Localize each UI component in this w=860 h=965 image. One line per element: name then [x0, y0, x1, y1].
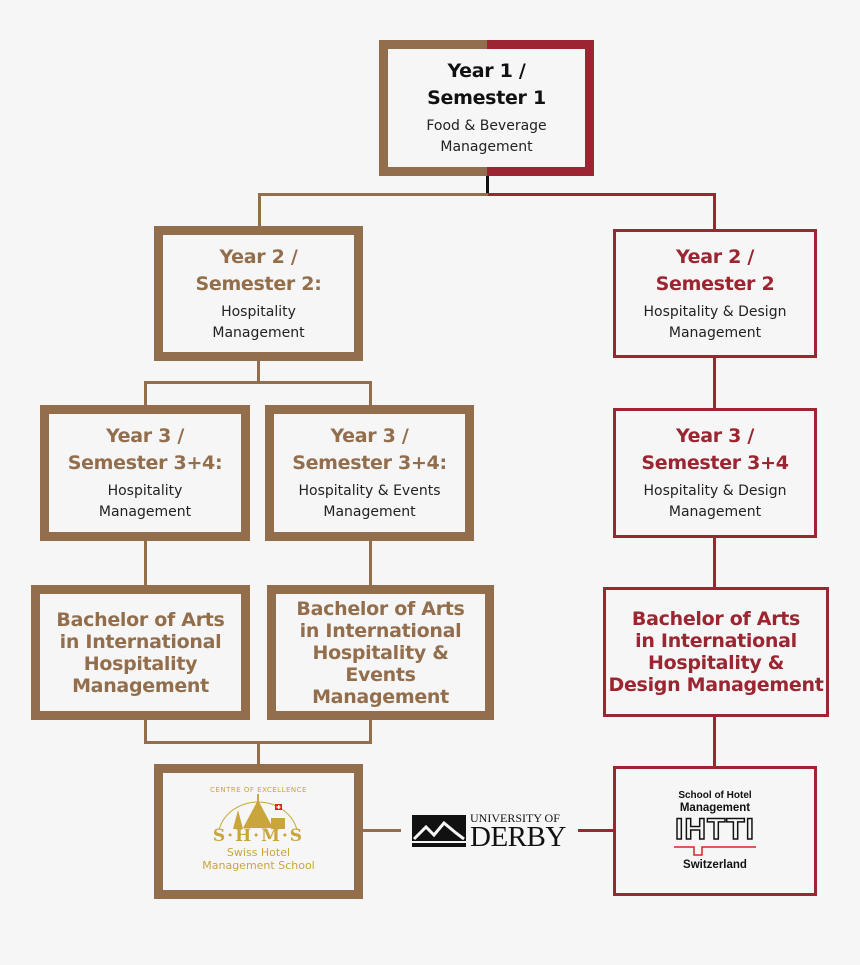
node-title: Semester 2:: [195, 272, 322, 295]
connector-shms-drop: [257, 741, 260, 765]
root-stem: [486, 176, 489, 196]
node-shms-school: CENTRE OF EXCELLENCE S·H·M·S Swiss Hotel…: [154, 764, 363, 899]
node-subtitle: Management: [668, 324, 762, 341]
connector-shms-derby: [363, 829, 401, 832]
derby-name-text: DERBY: [470, 821, 566, 853]
connector-y2-stem: [257, 361, 260, 383]
node-title: Semester 1: [427, 87, 546, 109]
node-subtitle: Hospitality & Design: [643, 303, 787, 320]
node-subtitle: Management: [212, 324, 305, 341]
connector-y3b-degree: [369, 540, 372, 588]
shms-name: Swiss Hotel: [226, 845, 291, 859]
connector-degree-a-stem: [144, 719, 147, 743]
node-title: Year 1 /: [447, 60, 526, 82]
node-title: Semester 2: [655, 272, 775, 295]
degree-text: Design Management: [608, 674, 824, 696]
connector-root-right: [488, 193, 716, 196]
degree-text: Hospitality &: [312, 641, 449, 664]
degree-text: Hospitality: [83, 652, 198, 675]
connector-y3b-drop: [369, 381, 372, 406]
node-subtitle: Management: [440, 139, 533, 155]
node-right-year2: Year 2 / Semester 2 Hospitality & Design…: [613, 229, 817, 358]
node-title: Year 3 /: [675, 425, 755, 447]
node-subtitle: Hospitality & Design: [643, 483, 787, 499]
ihtti-management-text: Management: [679, 802, 751, 814]
degree-text: Bachelor of Arts: [56, 608, 225, 631]
node-subtitle: Management: [668, 504, 762, 520]
node-title: Year 2 /: [219, 245, 298, 268]
connector-degree-b-stem: [369, 719, 372, 743]
degree-text: Bachelor of Arts: [631, 608, 801, 630]
degree-text: Events Management: [312, 663, 449, 708]
node-subtitle: Hospitality & Events: [298, 483, 441, 499]
node-subtitle: Management: [323, 504, 416, 520]
shms-arc-text: CENTRE OF EXCELLENCE: [210, 785, 307, 794]
ihtti-school-text: School of Hotel: [678, 790, 752, 801]
degree-text: in International: [635, 630, 797, 652]
node-degree-hospitality: Bachelor of Arts in International Hospit…: [31, 585, 250, 720]
degree-text: Bachelor of Arts: [296, 597, 465, 620]
degree-text: in International: [299, 619, 462, 642]
node-subtitle: Hospitality: [221, 303, 296, 320]
node-title: Year 3 /: [330, 425, 409, 447]
node-title: Semester 3+4:: [292, 452, 447, 474]
node-title: Year 3 /: [105, 425, 185, 447]
node-degree-design: Bachelor of Arts in International Hospit…: [603, 587, 829, 717]
node-left-year3-hospitality: Year 3 / Semester 3+4: Hospitality Manag…: [40, 405, 250, 541]
degree-text: Management: [72, 674, 209, 697]
node-right-year3: Year 3 / Semester 3+4 Hospitality & Desi…: [613, 408, 817, 538]
node-year1-semester1: Year 1 / Semester 1 Food & Beverage Mana…: [379, 40, 594, 176]
connector-left-drop: [258, 193, 261, 227]
ihtti-wordmark: IHTTI: [674, 813, 755, 846]
node-subtitle: Hospitality: [107, 483, 183, 499]
connector-root-left: [258, 193, 488, 196]
connector-y3a-degree: [144, 540, 147, 588]
degree-text: Hospitality &: [647, 652, 785, 674]
node-left-year2: Year 2 / Semester 2: Hospitality Managem…: [154, 226, 363, 361]
node-title: Year 2 /: [675, 245, 755, 268]
shms-acronym: S·H·M·S: [212, 825, 305, 846]
node-subtitle: Management: [98, 504, 192, 520]
degree-text: in International: [59, 630, 222, 653]
node-left-year3-events: Year 3 / Semester 3+4: Hospitality & Eve…: [265, 405, 474, 541]
chalet-icon: [218, 793, 298, 830]
connector-red-degree-ihtti: [713, 716, 716, 767]
node-title: Semester 3+4: [641, 452, 789, 474]
connector-red-y3-degree: [713, 537, 716, 589]
connector-derby-ihtti: [578, 829, 615, 832]
ihtti-country-text: Switzerland: [683, 859, 747, 871]
node-degree-events: Bachelor of Arts in International Hospit…: [267, 585, 494, 720]
node-title: Semester 3+4:: [67, 452, 223, 474]
connector-y3a-drop: [144, 381, 147, 406]
university-of-derby-logo: UNIVERSITY OF DERBY: [412, 811, 568, 853]
connector-y3-bar: [144, 381, 372, 384]
shms-name: Management School: [202, 858, 315, 872]
connector-red-y2-y3: [713, 357, 716, 409]
connector-right-drop: [713, 193, 716, 230]
shms-logo: CENTRE OF EXCELLENCE S·H·M·S Swiss Hotel…: [202, 786, 315, 872]
node-ihtti-school: School of Hotel Management IHTTI Switzer…: [613, 766, 817, 896]
derby-mountains-icon: [412, 815, 466, 847]
ihtti-logo: School of Hotel Management IHTTI Switzer…: [674, 790, 756, 872]
node-subtitle: Food & Beverage: [426, 118, 547, 134]
derby-university-text: UNIVERSITY OF: [470, 811, 560, 825]
swiss-cross-line-icon: [674, 846, 756, 856]
